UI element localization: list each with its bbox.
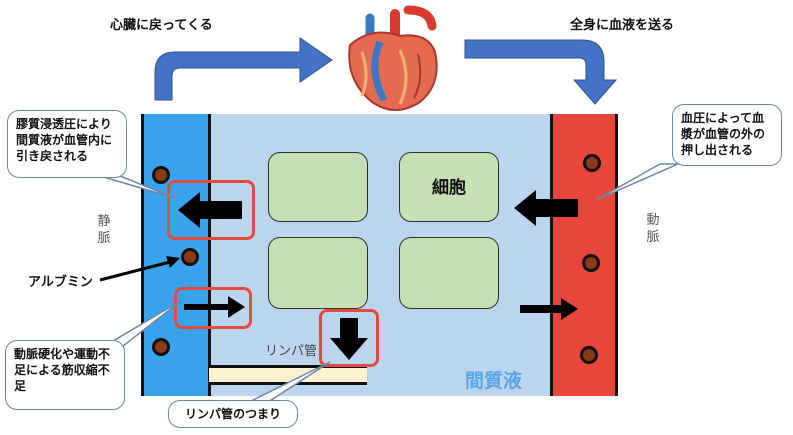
cell-box [399, 237, 499, 309]
lymph-duct-label: リンパ管 [265, 344, 318, 359]
cell-box [268, 237, 368, 309]
highlight-box-oncotic [167, 180, 255, 240]
interstitial-label: 間質液 [465, 370, 523, 392]
callout-tail-lymph [244, 361, 331, 405]
callout-oncotic: 膠質浸透圧により間質液が血管内に引き戻される [7, 110, 127, 178]
vein-label: 静脈 [97, 214, 111, 246]
blood-cell [152, 166, 170, 184]
callout-lymph-block: リンパ管のつまり [168, 400, 298, 428]
albumin-label: アルブミン [28, 275, 93, 290]
cell-box-labeled: 細胞 [399, 152, 499, 222]
interstitial-area [143, 114, 615, 396]
blood-cell [181, 248, 199, 266]
blood-cell [152, 338, 170, 356]
artery-label: 動脈 [646, 213, 660, 245]
blood-cell [580, 346, 598, 364]
flow-arrow-left [154, 37, 333, 101]
return-to-heart-label: 心臓に戻ってくる [110, 18, 213, 33]
pump-to-body-label: 全身に血液を送る [570, 18, 675, 33]
arrow-right-icon [184, 296, 245, 318]
callout-tail-bp [595, 163, 679, 201]
arrow-right-icon [520, 298, 578, 320]
highlight-box-lymph [319, 309, 379, 367]
blood-cell [582, 254, 600, 272]
callout-tail-oncotic [99, 175, 176, 199]
flow-arrow-right [464, 39, 618, 105]
callout-blood-pressure: 血圧によって血漿が血管の外の押し出される [672, 104, 782, 166]
blood-cell [583, 154, 601, 172]
arrow-left-icon [514, 190, 578, 226]
cell-label: 細胞 [432, 178, 466, 198]
highlight-box-muscle [174, 287, 252, 329]
heart-icon [348, 5, 438, 111]
arrow-left-icon [178, 192, 242, 228]
callout-muscle: 動脈硬化や運動不足による筋収縮不足 [5, 340, 125, 410]
albumin-pointer [99, 256, 180, 282]
cell-box [268, 152, 368, 222]
arrow-down-icon [330, 318, 368, 360]
